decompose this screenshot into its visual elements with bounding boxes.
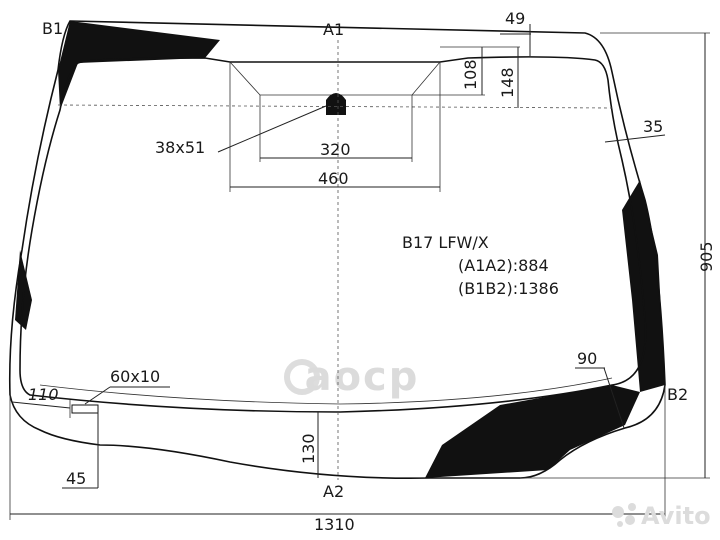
frit-band-right — [622, 180, 665, 392]
frit-band-top-left — [58, 21, 220, 110]
dim-110-label: 110 — [28, 385, 59, 404]
aocp-logo-icon: aocp — [284, 354, 420, 400]
mirror-pad — [326, 93, 346, 115]
dim-35-label: 35 — [643, 117, 663, 136]
spec-b1b2: (B1B2):1386 — [458, 279, 559, 298]
dim-49-label: 49 — [505, 9, 525, 28]
watermark-text: aocp — [305, 354, 420, 400]
dim-905-label: 905 — [697, 241, 716, 272]
dim-148-label: 148 — [498, 67, 517, 98]
avito-text: Avito — [641, 502, 711, 530]
dim-60x10-label: 60x10 — [110, 367, 160, 386]
glass-inner-outline — [19, 56, 647, 413]
dim-130-label: 130 — [299, 433, 318, 464]
dim-38x51-label: 38x51 — [155, 138, 205, 157]
dim-110-line — [11, 401, 71, 409]
avito-logo-icon: Avito — [612, 502, 711, 530]
dim-1310-label: 1310 — [314, 515, 355, 534]
label-a2: A2 — [323, 482, 344, 501]
frit-band-bottom-right — [425, 385, 640, 478]
dim-90-label: 90 — [577, 349, 597, 368]
dim-108-label: 108 — [461, 59, 480, 90]
dim-60x10-leader — [84, 386, 111, 405]
marker-60x10-rect — [71, 404, 99, 414]
frit-edge-line — [39, 377, 613, 405]
label-b1: B1 — [42, 19, 63, 38]
dim-35-line — [604, 134, 666, 143]
mirror-area-outline — [229, 61, 441, 96]
dim-320-label: 320 — [320, 140, 351, 159]
label-a1: A1 — [323, 20, 344, 39]
dim-90-line — [603, 367, 625, 429]
model-code: B17 LFW/X — [402, 233, 489, 252]
dim-45-label: 45 — [66, 469, 86, 488]
spec-a1a2: (A1A2):884 — [458, 256, 549, 275]
dim-460-label: 460 — [318, 169, 349, 188]
dim-38x51-leader — [217, 105, 327, 153]
label-b2: B2 — [667, 385, 688, 404]
sensor-line — [57, 104, 613, 109]
